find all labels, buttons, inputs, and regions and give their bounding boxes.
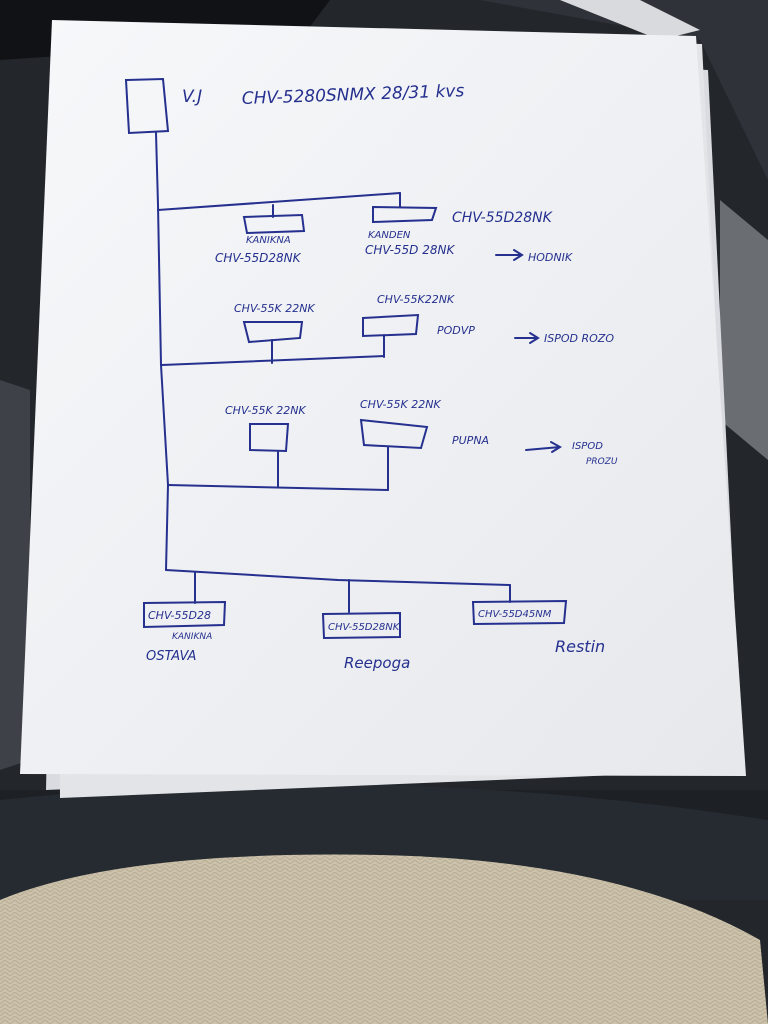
branch1-right-bottom: CHV-55D 28NK [365,243,455,257]
branch2-note: PODVP [437,324,475,337]
paper-sheet [20,20,746,776]
branch2-right-box [362,313,420,338]
branch1-left-bottom: CHV-55D28NK [215,251,302,265]
bottom-box-1-note: OSTAVA [146,649,196,664]
knit-blanket [0,854,768,1024]
branch1-destination: HODNIK [528,251,573,264]
branch2-left-box [242,321,304,344]
branch3-destination-2: PROZU [586,457,618,467]
branch3-right-box [359,418,429,450]
branch3-left-label: CHV-55K 22NK [225,404,306,417]
wiring-diagram [124,77,568,640]
bottom-bus [165,569,511,586]
arrow-hodnik [495,249,524,261]
branch2-destination: ISPOD ROZO [544,332,614,345]
bottom-box-1-sub: KANIKNA [172,632,212,642]
branch1-bus [157,192,401,211]
bottom-box-2-note: Reepoga [344,654,410,672]
bottom-box-3-note: Restin [555,637,605,656]
branch1-left-top: KANIKNA [246,235,291,246]
branch2-right-label: CHV-55K22NK [377,293,455,306]
branch1-left-box [242,213,306,235]
arrow-ispod-rozo [514,332,540,344]
bottom-box-3-label: CHV-55D45NM [478,609,552,620]
branch1-right-top: KANDEN [368,230,411,241]
arrow-ispod-prozu [525,441,562,453]
branch2-left-label: CHV-55K 22NK [234,302,315,315]
branch1-right-box [372,205,438,224]
bottom-box-1-label: CHV-55D28 [148,609,211,622]
branch1-right-side: CHV-55D28NK [452,210,554,226]
bottom-box-1 [143,600,227,629]
branch3-destination-1: ISPOD [572,441,603,452]
branch3-right-label: CHV-55K 22NK [360,398,441,411]
vj-label: V.J [182,87,202,107]
main-amplifier-box [124,77,170,135]
diagram-labels: V.J CHV-5280SNMX 28/31 kvs KANIKNA CHV-5… [146,81,618,672]
bottom-box-2-label: CHV-55D28NK [328,622,401,633]
bottom-box-2 [321,611,401,640]
branch3-left-box [249,423,290,453]
bottom-box-3 [471,599,568,626]
branch3-note: PUPNA [452,434,489,447]
